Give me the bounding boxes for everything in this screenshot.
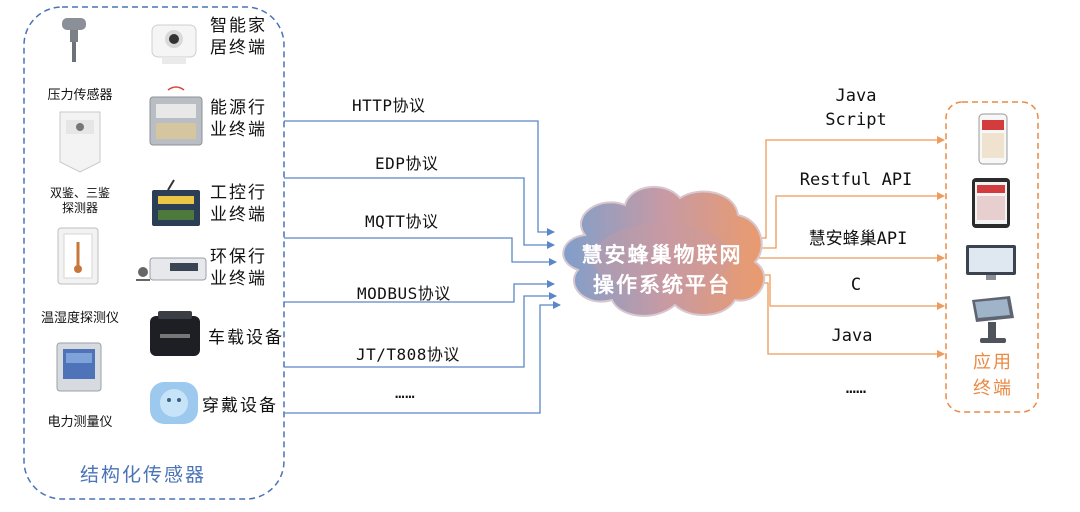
tablet-icon	[972, 178, 1010, 228]
platform-cloud	[562, 185, 766, 317]
app-group-border	[945, 101, 1039, 413]
vehicle-obd-icon	[150, 311, 200, 356]
smart-home-camera-icon	[151, 24, 197, 64]
platform-title-line2: 操作系统平台	[593, 272, 731, 297]
terminal-label-smart-home: 智能家 居终端	[210, 16, 267, 58]
platform-title-line1: 慧安蜂巢物联网	[581, 242, 743, 267]
environment-monitor-icon	[136, 257, 207, 281]
wire-edp	[284, 177, 555, 249]
power-meter-icon	[56, 342, 102, 392]
api-label-more: ……	[845, 378, 867, 398]
terminal-label-industrial: 工控行 业终端	[210, 183, 267, 225]
api-label-huian: 慧安蜂巢API	[808, 229, 908, 249]
wire-more	[284, 301, 561, 414]
sensor-label-power: 电力测量仪	[47, 415, 113, 430]
wearable-watch-icon	[150, 382, 198, 424]
api-label-c: C	[850, 275, 862, 295]
sensor-group-border	[23, 6, 285, 500]
sensor-label-thermo: 温湿度探测仪	[40, 311, 119, 326]
pressure-sensor-icon	[62, 18, 86, 62]
gas-meter-icon	[149, 86, 203, 146]
desktop-monitor-icon	[966, 245, 1016, 280]
dual-detector-icon	[59, 111, 101, 173]
wire-jt808	[284, 292, 557, 368]
app-group-title: 应用 终端	[973, 352, 1013, 399]
kiosk-terminal-icon	[972, 296, 1014, 343]
terminal-label-environment: 环保行 业终端	[210, 247, 267, 289]
wire-mqtt	[284, 237, 557, 266]
thermo-hygrometer-icon	[57, 227, 99, 285]
sensor-group-title: 结构化传感器	[80, 464, 207, 486]
protocol-label-mqtt: MQTT协议	[365, 212, 439, 231]
sensor-label-pressure: 压力传感器	[47, 88, 113, 103]
sensor-label-detector: 双鉴、三鉴 探测器	[49, 186, 110, 215]
platform-title: 慧安蜂巢物联网 操作系统平台	[566, 240, 758, 300]
protocol-label-jt808: JT/T808协议	[356, 345, 460, 364]
wire-http	[284, 120, 555, 236]
protocol-label-http: HTTP协议	[352, 96, 426, 115]
protocol-label-edp: EDP协议	[375, 154, 439, 173]
wire-restful	[758, 192, 945, 249]
terminal-label-vehicle: 车载设备	[208, 328, 284, 348]
terminal-label-wearable: 穿戴设备	[202, 396, 278, 416]
mobile-phone-icon	[978, 113, 1008, 165]
terminal-label-energy: 能源行 业终端	[210, 98, 267, 140]
protocol-label-modbus: MODBUS协议	[357, 284, 451, 303]
api-label-restful: Restful API	[799, 170, 913, 190]
industrial-controller-icon	[152, 179, 200, 226]
api-label-javascript: Java Script	[825, 86, 887, 130]
protocol-label-more: ……	[395, 383, 416, 402]
wire-modbus	[284, 280, 555, 303]
api-label-java: Java	[831, 326, 873, 346]
